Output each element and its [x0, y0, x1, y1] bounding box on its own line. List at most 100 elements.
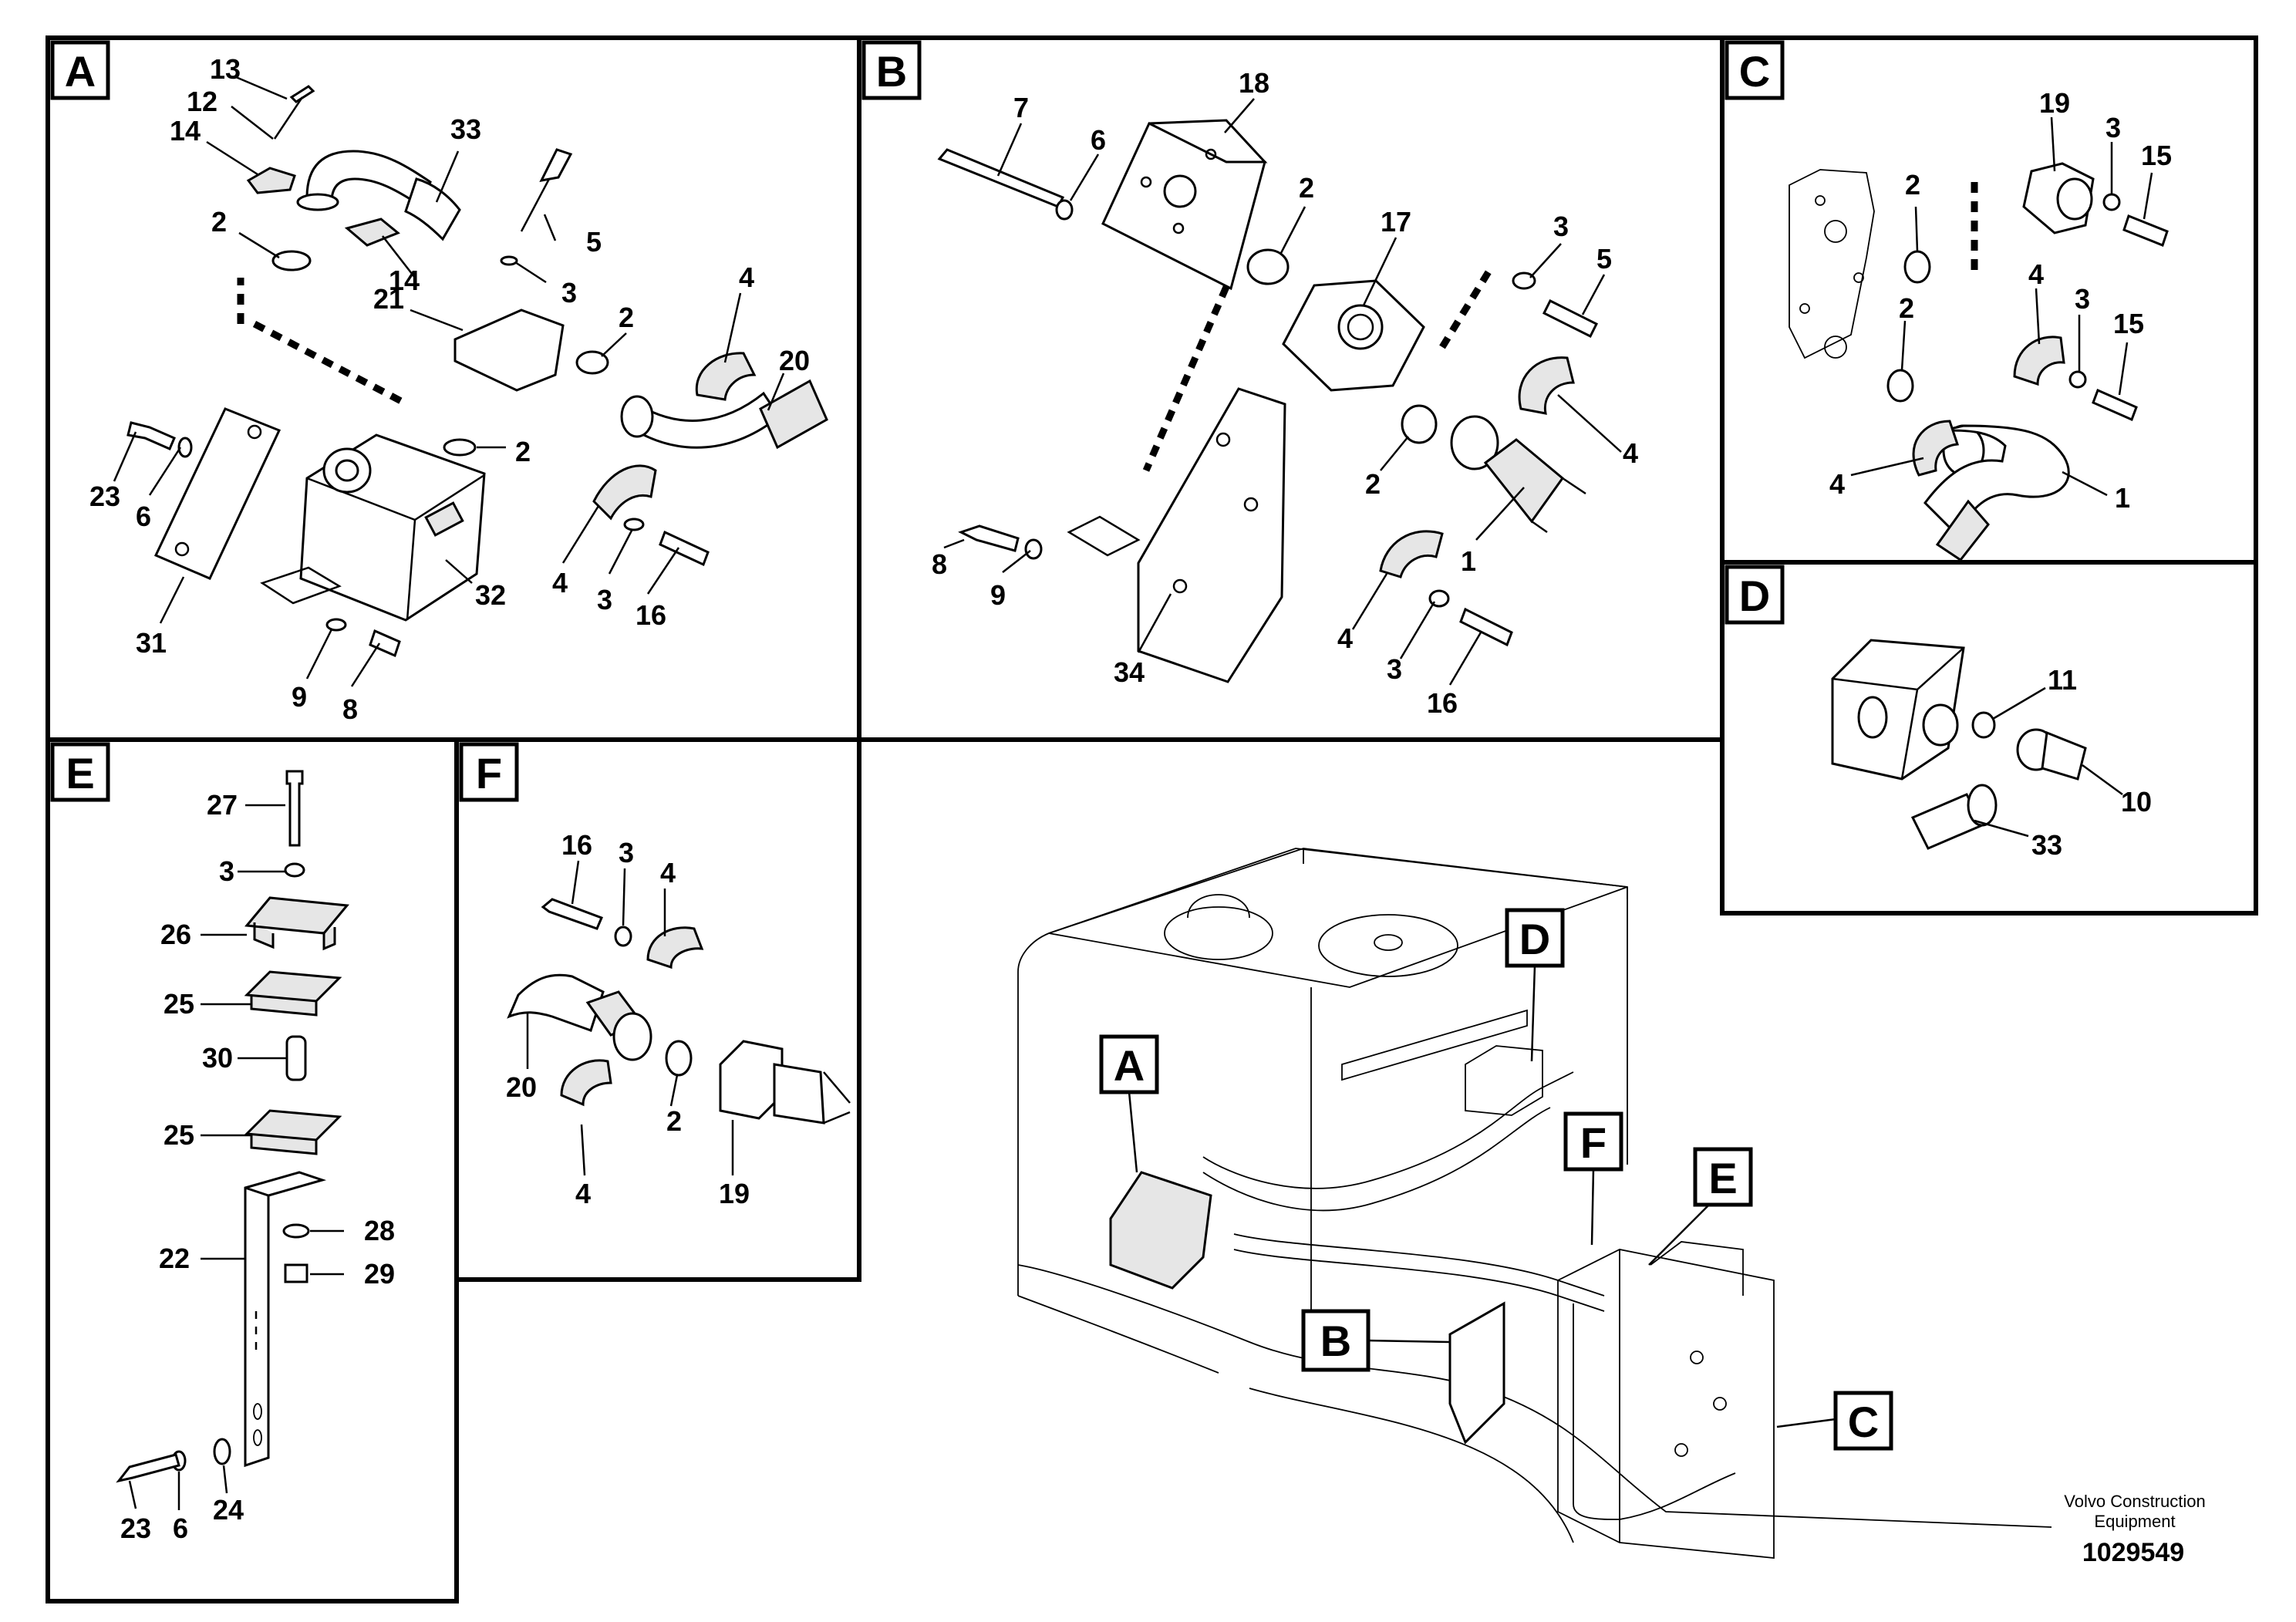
callout-3: 3 — [619, 837, 634, 868]
bracket-22 — [244, 1171, 327, 1468]
o-ring-2b — [1401, 404, 1438, 444]
panel-c-tag-box — [1725, 40, 1785, 100]
port-block — [1831, 639, 1965, 781]
callout-12: 12 — [187, 86, 217, 117]
clamp-4b — [560, 1059, 612, 1107]
hose-middle-2 — [1233, 1249, 1605, 1312]
panel-d-leaders — [1974, 686, 2123, 838]
overview-valve-a — [1109, 1171, 1212, 1290]
hydraulic-tank — [1017, 848, 1628, 1311]
callout-19: 19 — [719, 1178, 750, 1209]
bolt-16 — [1459, 607, 1513, 647]
panel-f-frame — [454, 737, 861, 1282]
clamp-4a — [2013, 336, 2065, 386]
callout-2: 2 — [1899, 292, 1914, 324]
callout-3: 3 — [2106, 112, 2121, 143]
callout-32: 32 — [475, 579, 506, 611]
brand-line-1: Volvo Construction — [2064, 1492, 2205, 1511]
clamp-4a — [695, 352, 757, 401]
callout-3: 3 — [561, 277, 577, 309]
callout-16: 16 — [1427, 687, 1458, 719]
callout-33: 33 — [2031, 829, 2062, 861]
bolt-7 — [937, 148, 1065, 208]
panel-c-leaders — [1850, 116, 2153, 497]
callout-20: 20 — [506, 1071, 537, 1103]
panel-b-tag: B — [876, 47, 907, 96]
panel-e: E — [50, 742, 395, 1544]
o-ring-11 — [1971, 711, 1996, 739]
callout-15: 15 — [2113, 308, 2144, 339]
callout-8: 8 — [342, 693, 358, 725]
callout-11: 11 — [2048, 664, 2077, 696]
plate-31 — [153, 407, 282, 580]
clamp-4a — [646, 926, 704, 969]
overview-tag-a-leader — [1128, 1091, 1138, 1173]
callout-2: 2 — [1905, 169, 1920, 201]
washer-3a — [500, 255, 518, 266]
callout-10: 10 — [2121, 786, 2152, 818]
panel-d-frame — [1720, 560, 2258, 916]
hose-20 — [620, 379, 828, 450]
panel-d-callouts: 11 10 33 — [2031, 664, 2152, 861]
callout-2: 2 — [619, 302, 634, 333]
callout-14: 14 — [389, 265, 420, 296]
callout-16: 16 — [636, 599, 666, 631]
callout-6: 6 — [173, 1512, 188, 1544]
callout-4: 4 — [575, 1178, 591, 1209]
washer-24 — [213, 1438, 231, 1465]
overview-port-block — [1465, 1045, 1543, 1116]
o-ring-2a — [271, 250, 312, 271]
overview-tag-f-leader — [1590, 1168, 1595, 1246]
callout-29: 29 — [364, 1258, 395, 1290]
overview-plate-b — [1448, 1301, 1505, 1445]
bolt-5 — [520, 148, 573, 232]
callout-4: 4 — [552, 567, 568, 599]
callout-18: 18 — [1239, 67, 1269, 99]
bolt-16 — [659, 530, 710, 567]
panel-a-dashed-link — [252, 321, 403, 404]
panel-a: A — [50, 40, 828, 725]
callout-5: 5 — [1596, 243, 1612, 275]
callout-26: 26 — [160, 919, 191, 950]
callout-2: 2 — [1299, 172, 1314, 204]
panel-f-tag-box — [459, 742, 519, 802]
callout-17: 17 — [1381, 206, 1411, 238]
callout-8: 8 — [932, 548, 947, 580]
overview-assembly: A B C D E F — [1017, 848, 2052, 1559]
hose-33 — [1910, 784, 1998, 850]
panel-c-tag: C — [1739, 47, 1770, 96]
callout-4: 4 — [1623, 437, 1638, 469]
callout-25: 25 — [164, 988, 194, 1020]
callout-4: 4 — [660, 857, 676, 889]
panel-e-leaders — [128, 804, 344, 1510]
overview-tags: A B C D E F — [1099, 908, 1893, 1451]
panel-e-tag-box — [50, 742, 110, 802]
callout-14: 14 — [170, 115, 201, 147]
clip-14-lower — [344, 218, 400, 247]
callout-28: 28 — [364, 1215, 395, 1246]
elbow-hose-33 — [296, 150, 461, 241]
clamp-half-25b — [244, 1109, 342, 1155]
overview-tag-e-leader — [1648, 1204, 1710, 1266]
bolt-23-washer-6 — [126, 421, 193, 458]
panel-d: D 11 10 33 — [1725, 565, 2152, 861]
bolt-16 — [541, 898, 603, 930]
bolt-23 — [116, 1453, 180, 1483]
o-ring-2 — [665, 1040, 693, 1077]
callout-3: 3 — [2075, 283, 2090, 315]
block-18 — [1101, 119, 1268, 291]
clamp-4a — [1518, 356, 1575, 415]
callout-1: 1 — [2115, 482, 2130, 514]
callout-25: 25 — [164, 1119, 194, 1151]
callout-3: 3 — [597, 584, 612, 615]
o-ring-2a — [1903, 250, 1931, 284]
bolt-8 — [958, 524, 1020, 552]
callout-13: 13 — [210, 53, 241, 85]
panel-e-frame — [46, 737, 459, 1603]
panel-b-dashed-link — [1142, 285, 1230, 472]
bolt-15b — [2092, 388, 2138, 422]
callout-9: 9 — [990, 579, 1006, 611]
panel-b: B — [861, 40, 1638, 719]
document-number: 1029549 — [2082, 1538, 2184, 1567]
callout-5: 5 — [586, 226, 602, 258]
